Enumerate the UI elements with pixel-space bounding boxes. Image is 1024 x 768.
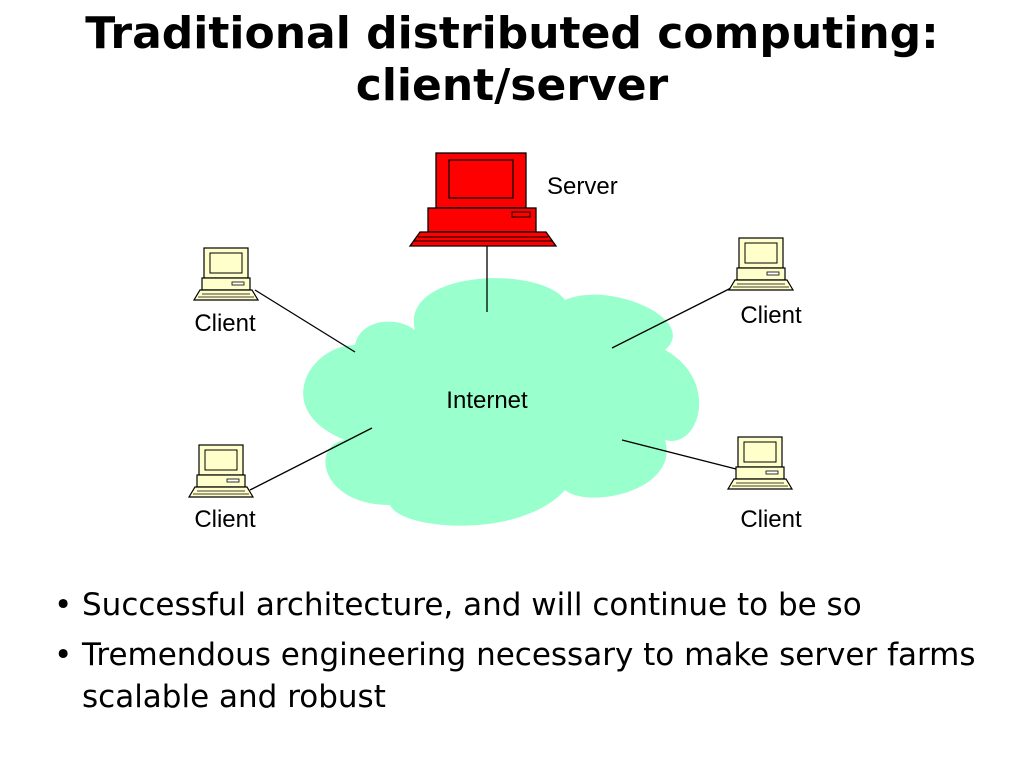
client-computer-icon-bottom-left [188,444,254,498]
client-bottom-left-link [249,427,373,491]
client-top-right-link [611,285,736,349]
bullet-text: Tremendous engineering necessary to make… [82,637,976,715]
client-computer-icon-bottom-right [727,436,793,490]
client-label-top-right: Client [740,302,802,329]
bullet-text: Successful architecture, and will contin… [82,587,862,623]
client-bottom-right-link [621,439,741,471]
title-line-2: client/server [355,60,669,111]
bullet-item: • Tremendous engineering necessary to ma… [52,634,1002,718]
title-line-1: Traditional distributed computing: [85,8,939,59]
client-top-left-link [254,289,356,353]
bullet-list: • Successful architecture, and will cont… [52,584,1002,726]
internet-cloud-shape [303,278,700,526]
client-computer-icon-top-right [728,237,794,291]
server-label: Server [547,173,618,200]
client-label-top-left: Client [194,310,256,337]
slide-title: Traditional distributed computing: clien… [0,8,1024,112]
bullet-item: • Successful architecture, and will cont… [52,584,1002,626]
internet-label: Internet [446,387,528,414]
bullet-marker: • [54,637,73,673]
server-icon [408,152,558,247]
client-label-bottom-left: Client [194,506,256,533]
client-computer-icon-top-left [193,247,259,301]
bullet-marker: • [54,587,73,623]
client-label-bottom-right: Client [740,506,802,533]
